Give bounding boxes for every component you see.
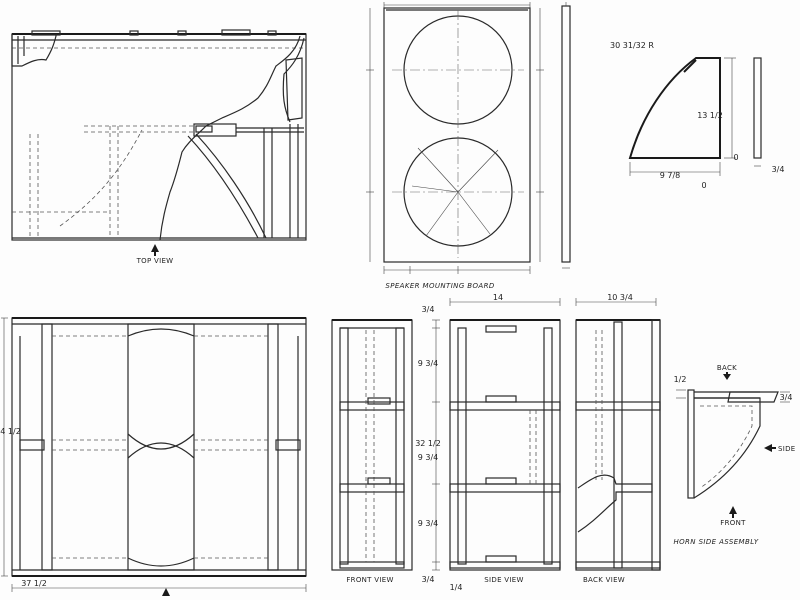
- horn-thickness-dim: 3/4: [772, 165, 785, 174]
- side-view-label: SIDE VIEW: [484, 576, 523, 584]
- top-view-label: TOP VIEW: [136, 257, 174, 265]
- back-view: 10 3/4 BACK VIEW: [575, 293, 661, 584]
- horn-base-mark: 0: [701, 181, 706, 190]
- overall-width-dim: 37 1/2: [21, 579, 47, 588]
- top-view: TOP VIEW: [11, 29, 307, 265]
- cabinet-height-dim: 34 1/2: [0, 427, 21, 436]
- horn-side-assembly-label: HORN SIDE ASSEMBLY: [673, 538, 758, 546]
- horn-radius-dim: 30 31/32 R: [610, 41, 654, 50]
- back-depth-dim: 10 3/4: [607, 293, 633, 302]
- front-view-label: FRONT VIEW: [346, 576, 393, 584]
- side-view: 14 3/4 9 3/4 32 1/2 9 3/4 9 3/4 3/4 1/4 …: [415, 293, 561, 592]
- horn-asm-right-dim: 3/4: [780, 393, 793, 402]
- horn-side-mark: 0: [733, 153, 738, 162]
- horn-width-dim: 9 7/8: [660, 171, 681, 180]
- cabinet-plan: 34 1/2 37 1/2: [0, 317, 307, 596]
- horn-height-dim: 13 1/2: [697, 111, 723, 120]
- bay-middle-dim: 9 3/4: [418, 453, 439, 462]
- front-total-dim: 32 1/2: [415, 439, 441, 448]
- back-view-label: BACK VIEW: [583, 576, 625, 584]
- speaker-mounting-board: SPEAKER MOUNTING BOARD: [366, 2, 571, 290]
- side-depth-dim: 14: [493, 293, 503, 302]
- back-label: BACK: [717, 364, 737, 372]
- horn-side-assembly: BACK 1/2 3/4 SIDE FRONT HORN SIDE ASSEMB…: [673, 364, 795, 546]
- bottom-rail-dim: 3/4: [422, 575, 435, 584]
- horn-asm-top-dim: 1/2: [674, 375, 687, 384]
- horn-profile: 30 31/32 R 13 1/2 9 7/8 0 0 3/4: [610, 41, 784, 190]
- front-view: FRONT VIEW: [331, 319, 413, 584]
- top-rail-dim: 3/4: [422, 305, 435, 314]
- bay-upper-dim: 9 3/4: [418, 359, 439, 368]
- bottom-rail-b-dim: 1/4: [450, 583, 463, 592]
- side-label: SIDE: [778, 445, 796, 453]
- bay-lower-dim: 9 3/4: [418, 519, 439, 528]
- speaker-board-label: SPEAKER MOUNTING BOARD: [385, 282, 494, 290]
- front-label: FRONT: [720, 519, 746, 527]
